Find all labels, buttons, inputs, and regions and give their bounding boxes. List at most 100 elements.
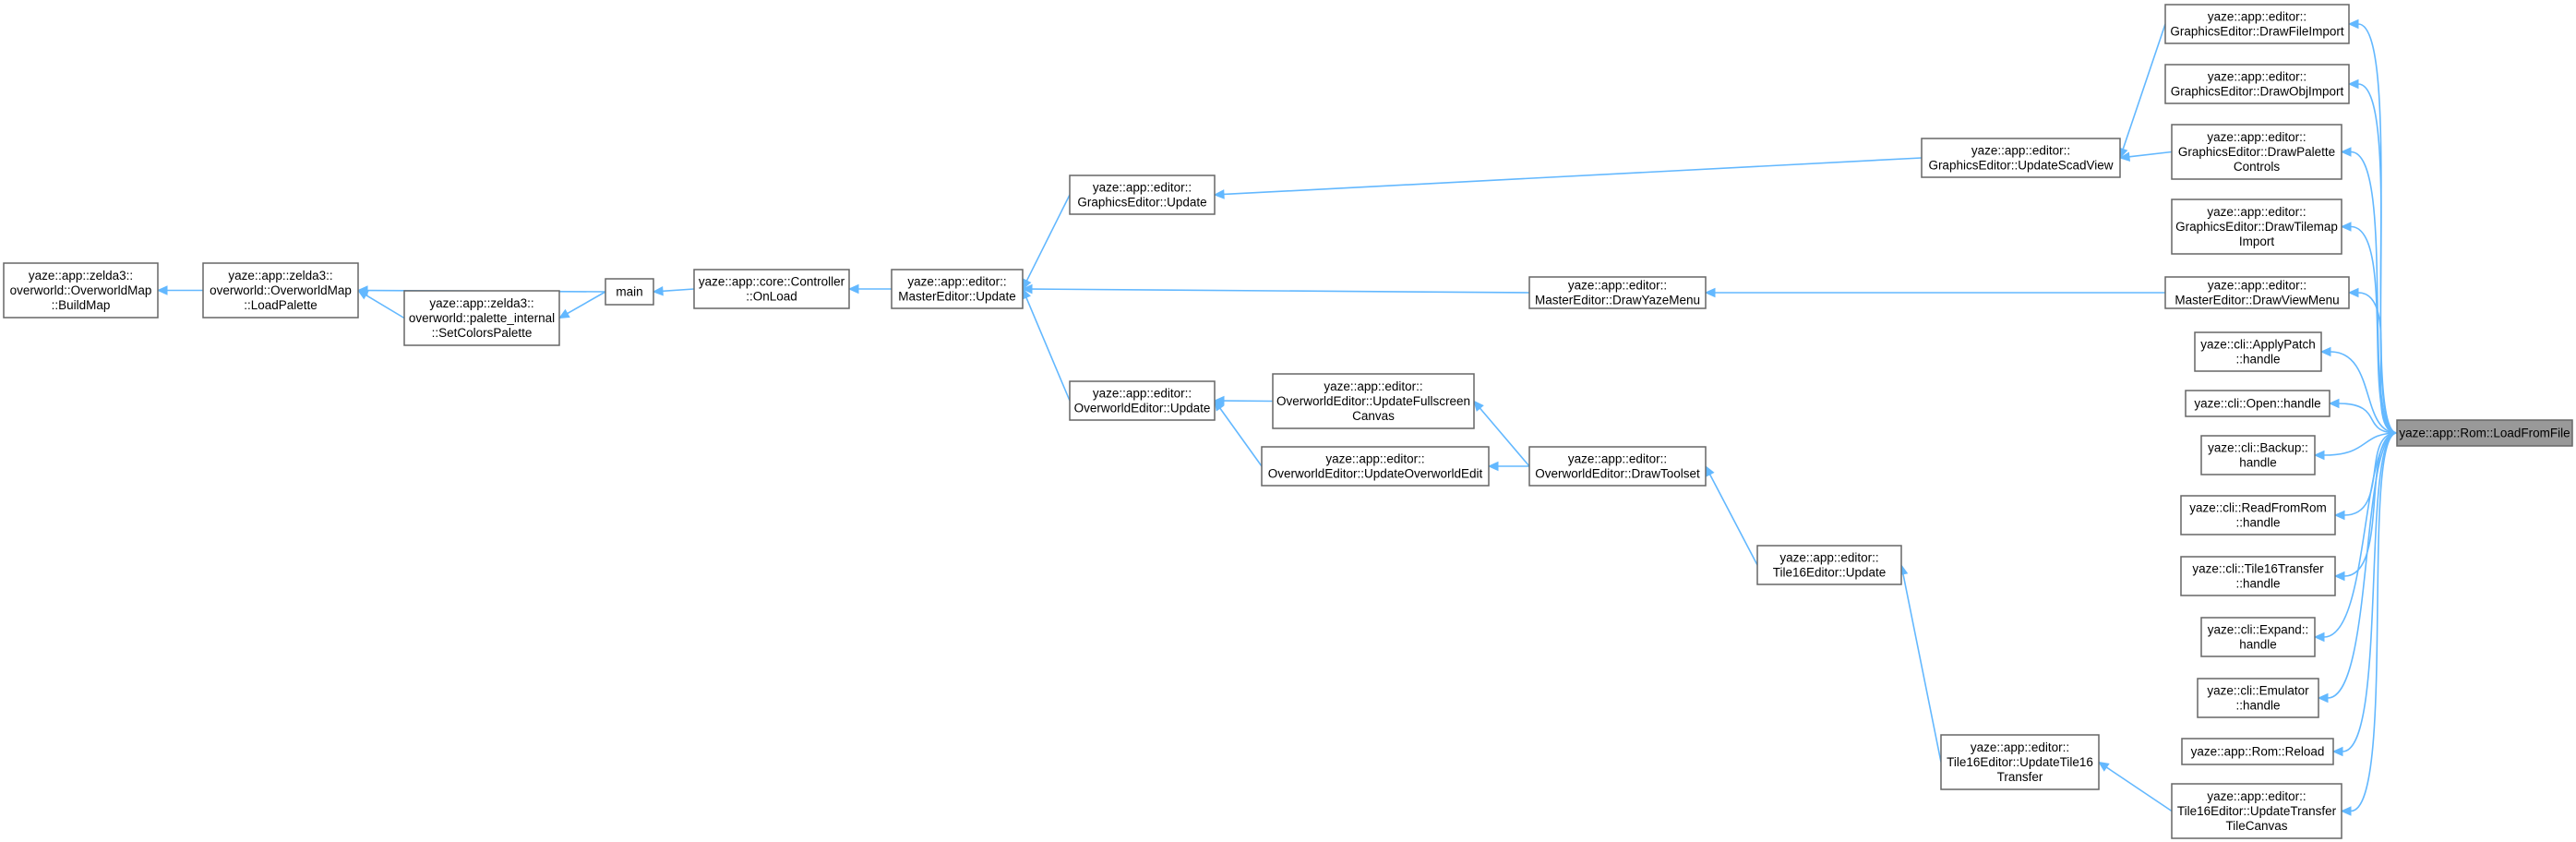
edge-arrowhead	[2097, 761, 2110, 772]
graph-node-buildmap[interactable]: yaze::app::zelda3::overworld::OverworldM…	[3, 262, 159, 319]
node-box	[2180, 495, 2336, 535]
edge-line	[1219, 407, 1263, 467]
node-box	[2396, 419, 2573, 447]
edge-arrowhead	[1214, 400, 1225, 412]
graph-node-draw-tilemap-import[interactable]: yaze::app::editor::GraphicsEditor::DrawT…	[2171, 198, 2342, 255]
graph-node-update-scad-view[interactable]: yaze::app::editor::GraphicsEditor::Updat…	[1921, 138, 2121, 178]
node-label-line: yaze::app::zelda3::	[29, 269, 133, 283]
graph-node-tile16-transfer[interactable]: yaze::app::editor::Tile16Editor::UpdateT…	[1940, 734, 2100, 790]
node-label-line: yaze::cli::Open::handle	[2194, 397, 2320, 411]
node-label-line: yaze::app::editor::	[907, 275, 1006, 289]
edge-arrowhead	[2340, 806, 2352, 816]
edge-arrowhead	[1213, 189, 1225, 199]
node-label-line: ::SetColorsPalette	[432, 326, 533, 340]
node-label-line: yaze::cli::Emulator	[2207, 684, 2309, 698]
node-box	[2200, 435, 2316, 475]
node-box	[2200, 617, 2316, 657]
edge-line	[2330, 351, 2398, 434]
graph-node-backup-handle[interactable]: yaze::cli::Backup::handle	[2200, 435, 2316, 475]
edge-update-scad-view-to-graphics-update	[1213, 157, 1923, 199]
graph-node-update-overworld-edit[interactable]: yaze::app::editor::OverworldEditor::Upda…	[1261, 446, 1490, 487]
edge-arrowhead	[1021, 283, 1033, 295]
graph-node-update-fullscreen[interactable]: yaze::app::editor::OverworldEditor::Upda…	[1272, 373, 1475, 429]
graph-node-emulator-handle[interactable]: yaze::cli::Emulator::handle	[2197, 678, 2319, 718]
edge-arrowhead	[2319, 346, 2331, 357]
node-label-line: yaze::app::editor::	[2208, 10, 2306, 24]
graph-node-update-transfer-tile-canvas[interactable]: yaze::app::editor::Tile16Editor::UpdateT…	[2171, 783, 2342, 839]
graph-node-main[interactable]: main	[605, 278, 654, 306]
graph-node-draw-yaze-menu[interactable]: yaze::app::editor::MasterEditor::DrawYaz…	[1528, 276, 1707, 309]
graph-node-draw-view-menu[interactable]: yaze::app::editor::MasterEditor::DrawVie…	[2164, 276, 2350, 309]
edge-line	[2122, 23, 2166, 150]
edge-draw-toolset-to-update-fullscreen	[1473, 400, 1530, 467]
graph-node-draw-obj-import[interactable]: yaze::app::editor::GraphicsEditor::DrawO…	[2164, 64, 2350, 104]
edge-arrowhead	[1705, 464, 1715, 477]
edge-update-fullscreen-to-overworld-update	[1213, 395, 1274, 406]
node-label-line: Tile16Editor::UpdateTile16	[1947, 755, 2093, 769]
node-box	[3, 262, 159, 319]
edge-main-to-setcolors	[557, 291, 606, 319]
graph-node-expand-handle[interactable]: yaze::cli::Expand::handle	[2200, 617, 2316, 657]
graph-node-rom-reload[interactable]: yaze::app::Rom::Reload	[2181, 738, 2334, 765]
node-box	[1921, 138, 2121, 178]
graph-node-apply-patch[interactable]: yaze::cli::ApplyPatch::handle	[2194, 331, 2322, 372]
edge-draw-yaze-menu-to-master-update	[1021, 283, 1530, 295]
edge-draw-view-menu-to-draw-yaze-menu	[1704, 287, 2165, 298]
node-label-line: yaze::cli::ApplyPatch	[2200, 338, 2316, 352]
edge-line	[2350, 150, 2398, 434]
graph-node-draw-palette-controls[interactable]: yaze::app::editor::GraphicsEditor::DrawP…	[2171, 124, 2342, 180]
edge-line	[1902, 573, 1942, 763]
graph-node-onload[interactable]: yaze::app::core::Controller::OnLoad	[693, 269, 850, 309]
graph-node-readfromrom-handle[interactable]: yaze::cli::ReadFromRom::handle	[2180, 495, 2336, 535]
node-label-line: yaze::app::editor::	[1093, 181, 1192, 195]
edge-update-transfer-tile-canvas-to-tile16-transfer	[2097, 761, 2173, 812]
edge-line	[2327, 432, 2398, 699]
node-label-line: yaze::app::editor::	[2207, 130, 2306, 144]
edge-load-from-file-to-emulator-handle	[2317, 432, 2398, 704]
edge-load-from-file-to-update-transfer-tile-canvas	[2340, 432, 2398, 816]
edge-line	[1223, 157, 1923, 196]
node-label-line: Canvas	[1352, 409, 1395, 423]
edge-arrowhead	[1473, 400, 1484, 412]
graph-node-loadpalette[interactable]: yaze::app::zelda3::overworld::OverworldM…	[202, 262, 359, 319]
node-label-line: Transfer	[1997, 770, 2043, 784]
edge-line	[2323, 432, 2398, 638]
graph-node-open-handle[interactable]: yaze::cli::Open::handle	[2185, 390, 2330, 417]
node-label-line: TileCanvas	[2225, 819, 2287, 833]
edge-arrowhead	[2347, 287, 2359, 298]
graph-node-tile16transfer-handle[interactable]: yaze::cli::Tile16Transfer::handle	[2180, 556, 2336, 596]
edge-arrowhead	[2328, 398, 2340, 409]
edge-loadpalette-to-buildmap	[156, 285, 203, 295]
node-label-line: ::LoadPalette	[244, 298, 318, 312]
node-box	[2180, 556, 2336, 596]
edge-arrowhead	[1487, 461, 1499, 472]
edge-master-update-to-onload	[847, 283, 892, 295]
edge-setcolors-to-loadpalette	[356, 289, 405, 319]
edge-line	[1025, 296, 1071, 402]
graph-node-tile16-update[interactable]: yaze::app::editor::Tile16Editor::Update	[1756, 545, 1902, 585]
node-label-line: yaze::cli::Expand::	[2208, 623, 2309, 637]
node-label-line: Import	[2239, 235, 2275, 248]
node-box	[2171, 124, 2342, 180]
edge-load-from-file-to-backup-handle	[2313, 432, 2398, 461]
graph-node-setcolors[interactable]: yaze::app::zelda3::overworld::palette_in…	[403, 290, 560, 346]
node-label-line: ::handle	[2235, 699, 2280, 713]
node-box	[1528, 276, 1707, 309]
edge-load-from-file-to-open-handle	[2328, 398, 2398, 434]
node-box	[1261, 446, 1490, 487]
edge-draw-toolset-to-update-overworld-edit	[1487, 461, 1529, 472]
edge-onload-to-main	[652, 286, 695, 296]
edge-tile16-update-to-draw-toolset	[1705, 464, 1758, 566]
graph-node-graphics-update[interactable]: yaze::app::editor::GraphicsEditor::Updat…	[1069, 174, 1216, 215]
edge-line	[365, 294, 405, 319]
graph-node-draw-toolset[interactable]: yaze::app::editor::OverworldEditor::Draw…	[1528, 446, 1707, 487]
edge-line	[2342, 432, 2398, 752]
graph-node-master-update[interactable]: yaze::app::editor::MasterEditor::Update	[891, 269, 1024, 309]
graph-node-draw-file-import[interactable]: yaze::app::editor::GraphicsEditor::DrawF…	[2164, 4, 2350, 44]
node-label-line: yaze::app::editor::	[1093, 387, 1192, 401]
graph-node-overworld-update[interactable]: yaze::app::editor::OverworldEditor::Upda…	[1069, 380, 1216, 421]
node-box	[2171, 198, 2342, 255]
node-box	[2164, 276, 2350, 309]
edge-arrowhead	[1213, 395, 1225, 406]
edge-graphics-update-to-master-update	[1022, 194, 1071, 291]
